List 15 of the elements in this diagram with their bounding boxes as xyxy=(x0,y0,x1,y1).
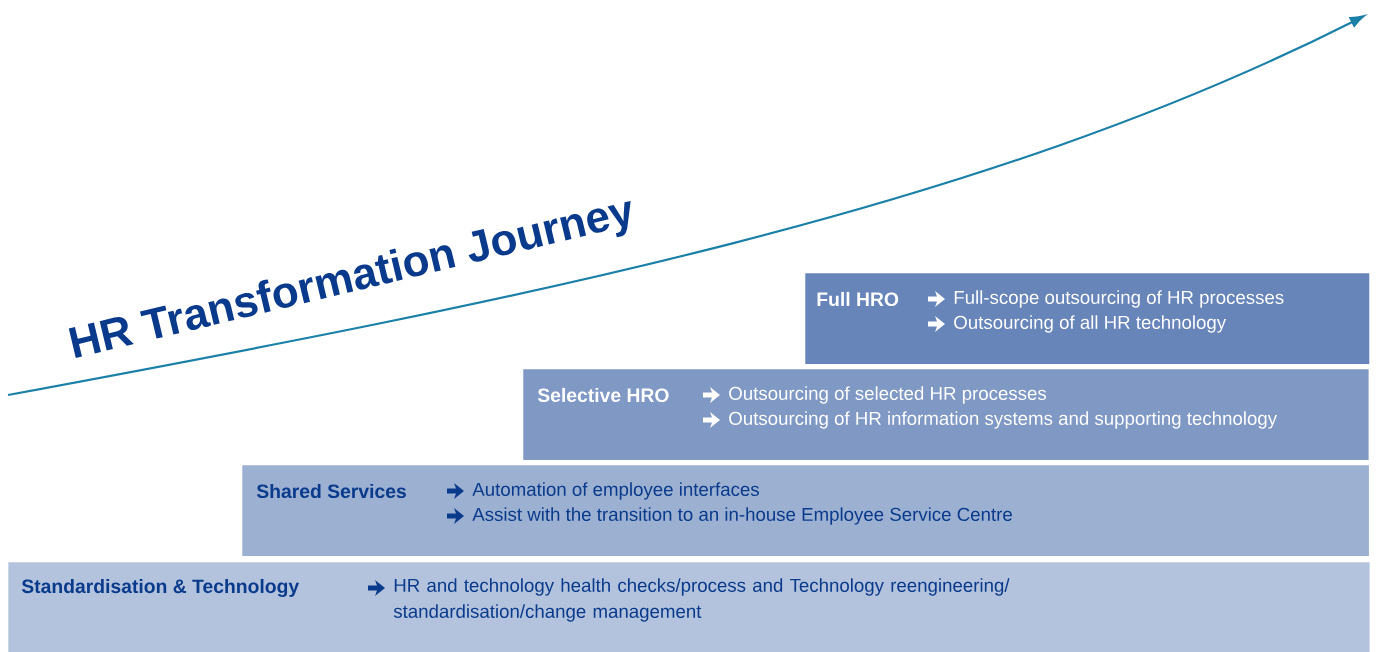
stage-heading: Shared Services xyxy=(256,483,406,499)
bullet-text: Outsourcing of selected HR processes xyxy=(729,386,1047,404)
stage-band xyxy=(8,562,1370,652)
bullet-text: Full-scope outsourcing of HR processes xyxy=(954,290,1284,308)
bullet-text: Outsourcing of HR information systems and supporting technology xyxy=(729,411,1277,429)
bullet-text: Assist with the transition to an in-house Employee Service Centre xyxy=(472,507,1012,525)
stage-band xyxy=(523,369,1369,460)
stage-heading: Selective HRO xyxy=(537,387,669,403)
bullet-text: Outsourcing of all HR technology xyxy=(954,315,1227,333)
stage-heading: Full HRO xyxy=(817,291,899,307)
bullet-text: Automation of employee interfaces xyxy=(472,482,759,500)
stage-band xyxy=(805,273,1370,364)
stage-band xyxy=(242,465,1369,556)
stage-heading: Standardisation & Technology xyxy=(21,578,300,598)
bullet-text: HR and technology health checks/process and Technology reengineering/ standardisation/change management xyxy=(393,578,1010,622)
